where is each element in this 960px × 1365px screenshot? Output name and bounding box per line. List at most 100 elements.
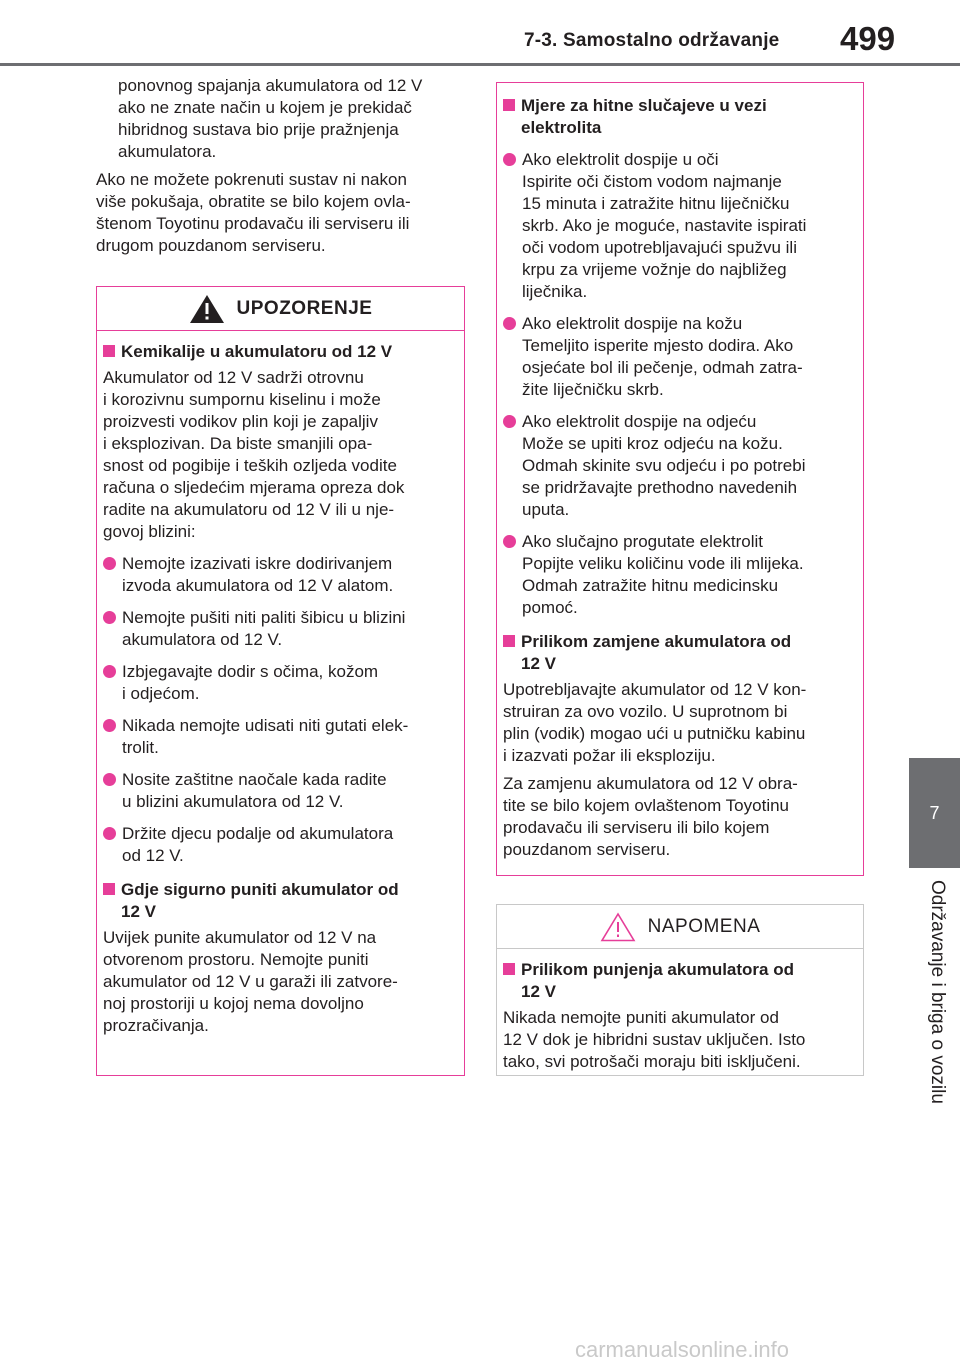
text-line: Ako elektrolit dospije na odjeću	[522, 412, 757, 431]
heading-text: Kemikalije u akumulatoru od 12 V	[121, 342, 393, 361]
text-line: tite se bilo kojem ovlaštenom Toyotinu	[503, 796, 790, 815]
intro-paragraph: Ako ne možete pokrenuti sustav ni nakon …	[96, 169, 466, 257]
heading-text: 12 V	[521, 982, 556, 1001]
text-line: radite na akumulatoru od 12 V ili u nje-	[103, 500, 395, 519]
text-line: 12 V dok je hibridni sustav uključen. Is…	[503, 1030, 806, 1049]
text-line: štenom Toyotinu prodavaču ili serviseru …	[96, 214, 410, 233]
text-line: ako ne znate način u kojem je prekidač	[118, 98, 412, 117]
page-header: 7-3. Samostalno održavanje 499	[0, 0, 960, 66]
text-line: Upotrebljavajte akumulator od 12 V kon-	[503, 680, 807, 699]
chapter-tab: 7	[909, 758, 960, 868]
text-line: tako, svi potrošači moraju biti isključe…	[503, 1052, 801, 1071]
text-line: akumulator od 12 V u garaži ili zatvore-	[103, 972, 398, 991]
text-line: Nosite zaštitne naočale kada radite	[122, 770, 387, 789]
section-heading: Prilikom zamjene akumulatora od 12 V	[503, 631, 853, 675]
heading-text: elektrolita	[521, 118, 602, 137]
section-heading: Prilikom punjenja akumulatora od 12 V	[503, 959, 853, 1003]
heading-text: Prilikom zamjene akumulatora od	[521, 632, 792, 651]
list-item: Ako elektrolit dospije na kožu Temeljito…	[503, 313, 853, 401]
text-line: Akumulator od 12 V sadrži otrovnu	[103, 368, 364, 387]
text-line: i izazvati požar ili eksploziju.	[503, 746, 716, 765]
text-line: Nemojte pušiti niti paliti šibicu u bliz…	[122, 608, 406, 627]
text-line: Za zamjenu akumulatora od 12 V obra-	[503, 774, 798, 793]
list-item: Ako elektrolit dospije u oči Ispirite oč…	[503, 149, 853, 303]
list-item: Izbjegavajte dodir s očima, kožom i odjeć…	[103, 661, 454, 705]
text-line: drugom pouzdanom serviseru.	[96, 236, 326, 255]
section-paragraph: Uvijek punite akumulator od 12 V na otvo…	[103, 927, 454, 1037]
intro-continuation: ponovnog spajanja akumulatora od 12 V ak…	[96, 75, 466, 163]
text-line: 15 minuta i zatražite hitnu liječničku	[522, 194, 790, 213]
round-bullet-icon	[503, 535, 516, 548]
text-line: proizvesti vodikov plin koji je zapaljiv	[103, 412, 378, 431]
note-title: NAPOMENA	[647, 915, 761, 937]
text-line: plin (vodik) mogao ući u putničku kabinu	[503, 724, 806, 743]
text-line: i eksplozivan. Da biste smanjili opa-	[103, 434, 373, 453]
round-bullet-icon	[103, 719, 116, 732]
text-line: pouzdanom serviseru.	[503, 840, 671, 859]
text-line: Odmah skinite svu odjeću i po potrebi	[522, 456, 806, 475]
warning-title: UPOZORENJE	[236, 297, 373, 319]
text-line: prozračivanja.	[103, 1016, 209, 1035]
text-line: Nemojte izazivati iskre dodirivanjem	[122, 554, 393, 573]
text-line: Izbjegavajte dodir s očima, kožom	[122, 662, 379, 681]
text-line: akumulatora od 12 V.	[122, 630, 283, 649]
text-line: osjećate bol ili pečenje, odmah zatra-	[522, 358, 803, 377]
chapter-number: 7	[929, 802, 940, 823]
text-line: liječnika.	[522, 282, 588, 301]
text-line: Može se upiti kroz odjeću na kožu.	[522, 434, 783, 453]
text-line: oči vodom upotrebljavajući spužvu ili	[522, 238, 797, 257]
watermark: carmanualsonline.info	[575, 1337, 790, 1362]
square-bullet-icon	[103, 345, 115, 357]
text-line: i odjećom.	[122, 684, 200, 703]
list-item: Nemojte izazivati iskre dodirivanjem izvo…	[103, 553, 454, 597]
text-line: noj prostoriji u kojoj nema dovoljno	[103, 994, 364, 1013]
text-line: hibridnog sustava bio prije pražnjenja	[118, 120, 399, 139]
text-line: i korozivnu sumpornu kiselinu i može	[103, 390, 381, 409]
text-line: pomoć.	[522, 598, 578, 617]
text-line: Ispirite oči čistom vodom najmanje	[522, 172, 782, 191]
text-line: Odmah zatražite hitnu medicinsku	[522, 576, 779, 595]
warning-body: Kemikalije u akumulatoru od 12 V Akumula…	[97, 331, 464, 1049]
round-bullet-icon	[103, 665, 116, 678]
list-item: Nosite zaštitne naočale kada radite u bli…	[103, 769, 454, 813]
round-bullet-icon	[503, 317, 516, 330]
section-paragraph: Upotrebljavajte akumulator od 12 V kon- …	[503, 679, 853, 767]
section-paragraph: Akumulator od 12 V sadrži otrovnu i koro…	[103, 367, 454, 543]
text-line: prodavaču ili serviseru ili bilo kojem	[503, 818, 770, 837]
chapter-label: Održavanje i briga o vozilu	[927, 880, 948, 1104]
heading-text: 12 V	[521, 654, 556, 673]
text-line: otvorenom prostoru. Nemojte puniti	[103, 950, 369, 969]
heading-text: 12 V	[121, 902, 156, 921]
text-line: skrb. Ako je moguće, nastavite ispirati	[522, 216, 807, 235]
section-paragraph: Za zamjenu akumulatora od 12 V obra- tit…	[503, 773, 853, 861]
text-line: Uvijek punite akumulator od 12 V na	[103, 928, 377, 947]
round-bullet-icon	[103, 611, 116, 624]
note-body: Prilikom punjenja akumulatora od 12 V Nik…	[497, 949, 863, 1085]
text-line: Temeljito isperite mjesto dodira. Ako	[522, 336, 794, 355]
section-paragraph: Nikada nemojte puniti akumulator od 12 V…	[503, 1007, 853, 1073]
text-line: ponovnog spajanja akumulatora od 12 V	[118, 76, 423, 95]
note-box: NAPOMENA Prilikom punjenja akumulatora o…	[496, 904, 864, 1076]
text-line: se pridržavajte prethodno navedenih	[522, 478, 798, 497]
note-header: NAPOMENA	[497, 905, 863, 949]
text-line: izvoda akumulatora od 12 V alatom.	[122, 576, 394, 595]
round-bullet-icon	[503, 153, 516, 166]
list-item: Nikada nemojte udisati niti gutati elek-…	[103, 715, 454, 759]
text-line: od 12 V.	[122, 846, 184, 865]
list-item: Ako elektrolit dospije na odjeću Može se…	[503, 411, 853, 521]
text-line: računa o sljedećim mjerama opreza dok	[103, 478, 405, 497]
heading-text: Prilikom punjenja akumulatora od	[521, 960, 794, 979]
warning-box: UPOZORENJE Kemikalije u akumulatoru od 1…	[96, 286, 465, 1076]
section-title: 7-3. Samostalno održavanje	[524, 30, 780, 51]
text-line: Ako elektrolit dospije na kožu	[522, 314, 743, 333]
square-bullet-icon	[503, 635, 515, 647]
text-line: Držite djecu podalje od akumulatora	[122, 824, 394, 843]
text-line: trolit.	[122, 738, 159, 757]
warning-triangle-icon	[189, 294, 224, 323]
text-line: u blizini akumulatora od 12 V.	[122, 792, 344, 811]
page-number: 499	[840, 20, 896, 57]
square-bullet-icon	[503, 99, 515, 111]
text-line: Ako elektrolit dospije u oči	[522, 150, 719, 169]
